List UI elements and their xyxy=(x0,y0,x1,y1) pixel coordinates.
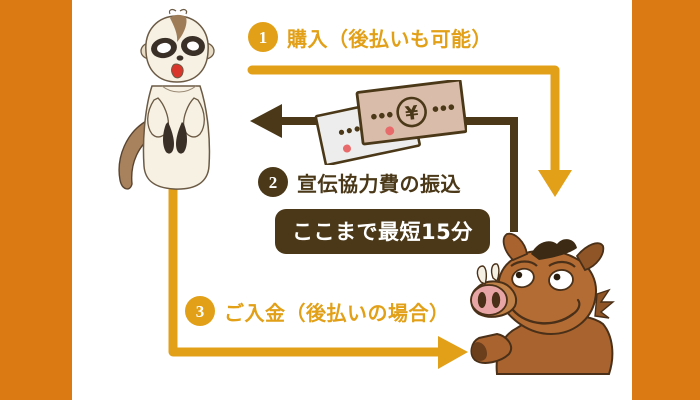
minimum-time-badge: ここまで最短15分 xyxy=(275,209,490,254)
step-3-label: ご入金（後払いの場合） xyxy=(224,300,450,325)
right-orange-band xyxy=(632,0,700,400)
step-1-row: 1 購入（後払いも可能） xyxy=(248,22,492,52)
svg-text:¥: ¥ xyxy=(404,102,420,125)
step-2-row: 2 宣伝協力費の振込 xyxy=(258,167,461,197)
boar-character xyxy=(457,232,632,382)
step-3-row: 3 ご入金（後払いの場合） xyxy=(185,296,450,326)
step-3-badge: 3 xyxy=(185,296,215,326)
meerkat-character xyxy=(110,8,240,198)
step-1-badge: 1 xyxy=(248,22,278,52)
diagram-canvas: ¥ ¥ xyxy=(72,0,632,400)
left-orange-band xyxy=(0,0,72,400)
banknotes: ¥ ¥ xyxy=(312,78,468,167)
step-2-label: 宣伝協力費の振込 xyxy=(297,171,461,196)
step-2-badge: 2 xyxy=(258,167,288,197)
step-1-label: 購入（後払いも可能） xyxy=(287,26,492,51)
